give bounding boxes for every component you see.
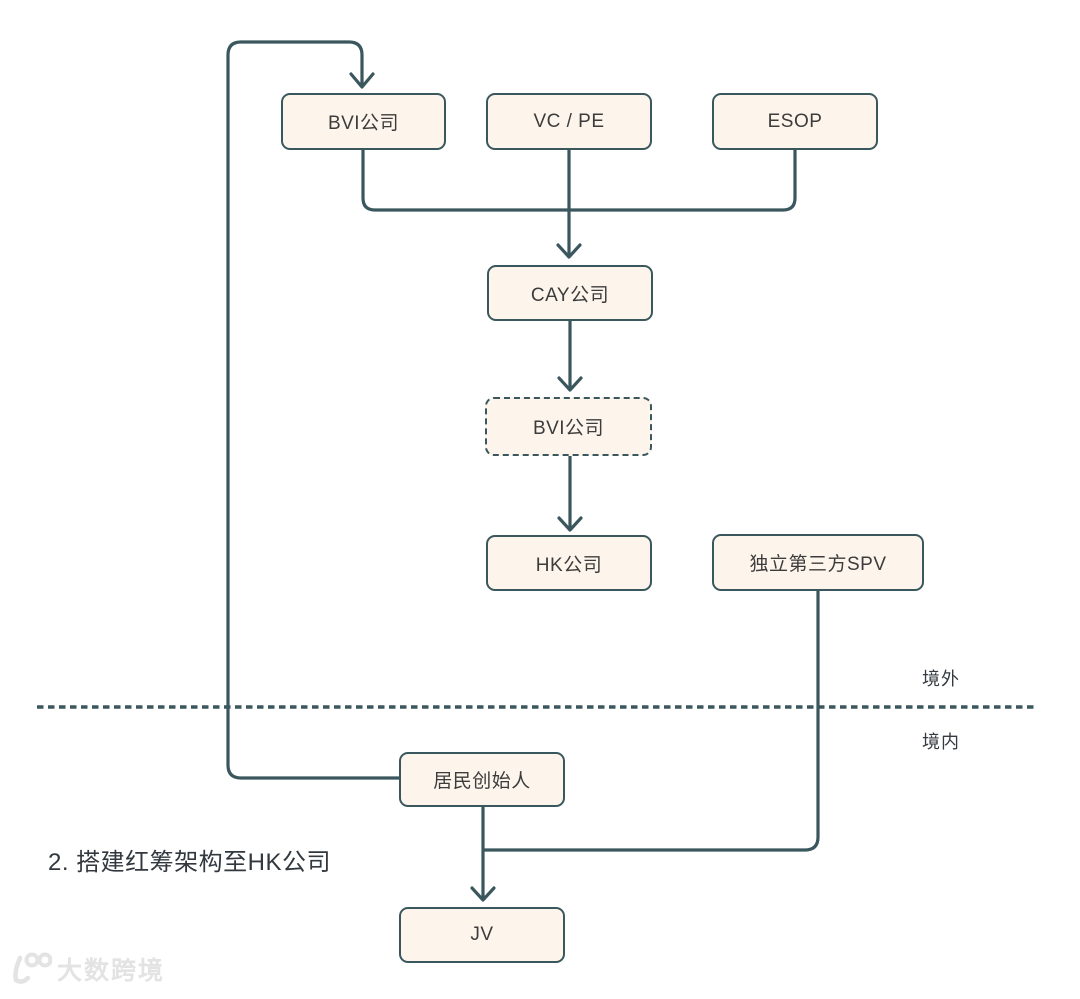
node-label: 居民创始人	[433, 771, 531, 792]
node-vc-pe: VC / PE	[486, 93, 652, 150]
connector-founder-to-jv	[470, 805, 496, 902]
node-label: HK公司	[535, 554, 603, 576]
onshore-label: 境内	[922, 732, 960, 752]
connector-bvi-mid-to-hk	[557, 454, 583, 532]
watermark: 大数跨境	[8, 950, 165, 988]
node-bvi-company-top: BVI公司	[281, 93, 446, 150]
100-logo-icon	[13, 952, 52, 984]
node-label: JV	[470, 924, 494, 945]
node-jv: JV	[399, 907, 565, 963]
node-label: CAY公司	[530, 284, 610, 306]
diagram-caption: 2. 搭建红筹架构至HK公司	[48, 849, 332, 876]
connector-spv-to-junction	[483, 591, 820, 852]
connector-merge-bracket	[361, 150, 797, 212]
offshore-label: 境外	[922, 669, 960, 689]
connector-vcpe-to-cay	[556, 148, 582, 259]
node-label: BVI公司	[532, 418, 605, 439]
node-hk-company: HK公司	[486, 535, 652, 591]
node-esop: ESOP	[712, 93, 878, 150]
node-label: VC / PE	[533, 110, 605, 132]
node-third-party-spv: 独立第三方SPV	[712, 534, 924, 591]
connector-cay-to-bvi-mid	[557, 319, 583, 392]
node-label: 独立第三方SPV	[749, 554, 887, 575]
node-bvi-company-dashed: BVI公司	[485, 397, 652, 456]
node-cay-company: CAY公司	[487, 265, 653, 321]
node-label: ESOP	[767, 110, 823, 132]
node-resident-founder: 居民创始人	[399, 752, 565, 807]
connector-founder-to-bvi-top	[226, 40, 401, 780]
node-label: BVI公司	[327, 113, 400, 134]
watermark-text: 大数跨境	[57, 957, 166, 985]
